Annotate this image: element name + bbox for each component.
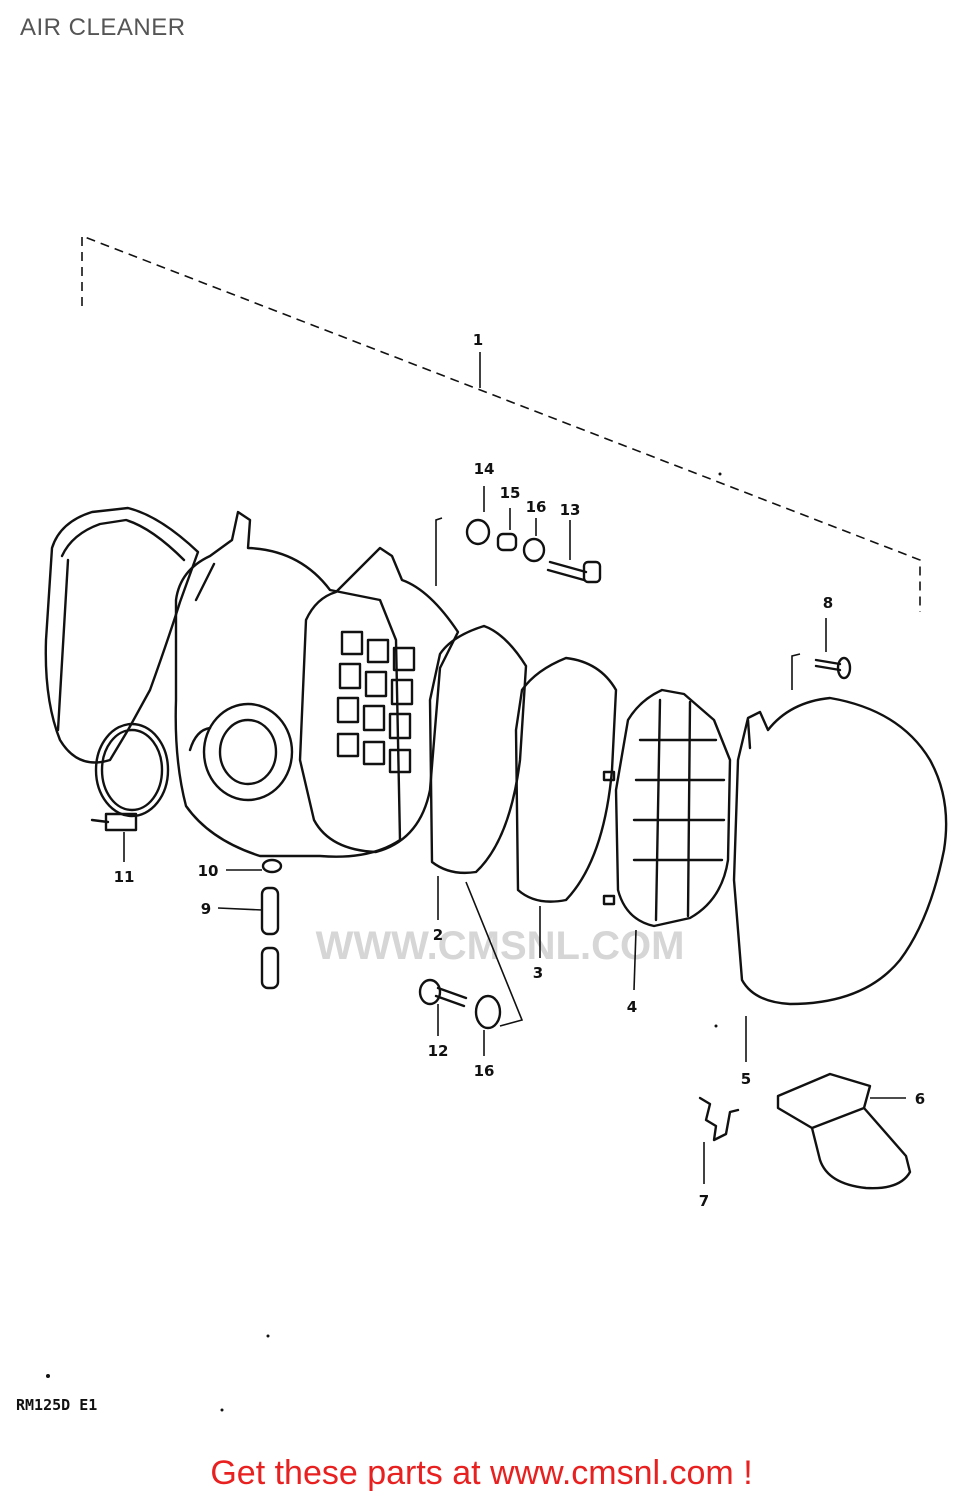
intake-duct <box>776 1072 912 1190</box>
callout-16-bottom: 16 <box>474 1062 495 1080</box>
element-cage <box>298 546 460 854</box>
breather-hose <box>260 858 283 990</box>
leader-lines <box>123 486 906 1184</box>
callout-5: 5 <box>741 1070 751 1088</box>
callout-8: 8 <box>823 594 833 612</box>
callout-14: 14 <box>474 460 495 478</box>
callout-11: 11 <box>114 868 135 886</box>
page-title: AIR CLEANER <box>20 14 186 41</box>
callout-16-top: 16 <box>526 498 547 516</box>
callout-2: 2 <box>433 926 443 944</box>
watermark: WWW.CMSNL.COM <box>315 924 685 968</box>
callout-6: 6 <box>915 1090 925 1108</box>
hose-clamp <box>90 722 170 832</box>
element-holder <box>602 688 732 928</box>
spring-clip <box>698 1096 740 1142</box>
callout-labels: 1 2 3 4 5 6 7 8 9 10 11 12 13 14 15 16 1… <box>114 331 926 1210</box>
callout-13: 13 <box>560 501 581 519</box>
scan-specks <box>46 472 722 1412</box>
callout-9: 9 <box>201 900 211 918</box>
assembly-bracket <box>81 234 921 612</box>
callout-4: 4 <box>627 998 637 1016</box>
callout-10: 10 <box>198 862 219 880</box>
model-code: RM125D E1 <box>16 1396 98 1414</box>
get-parts-link[interactable]: Get these parts at www.cmsnl.com ! <box>210 1454 753 1492</box>
callout-15: 15 <box>500 484 521 502</box>
rear-housing <box>44 506 200 764</box>
mounting-hardware-bottom <box>418 978 502 1030</box>
mounting-hardware-top <box>465 518 602 584</box>
callout-3: 3 <box>533 964 543 982</box>
filter-element-outer <box>514 656 618 903</box>
callout-12: 12 <box>428 1042 449 1060</box>
cover-bolt <box>814 656 852 680</box>
air-cleaner-cover <box>732 696 948 1006</box>
callout-1: 1 <box>473 331 483 349</box>
filter-element-inner <box>428 624 528 875</box>
callout-7: 7 <box>699 1192 709 1210</box>
